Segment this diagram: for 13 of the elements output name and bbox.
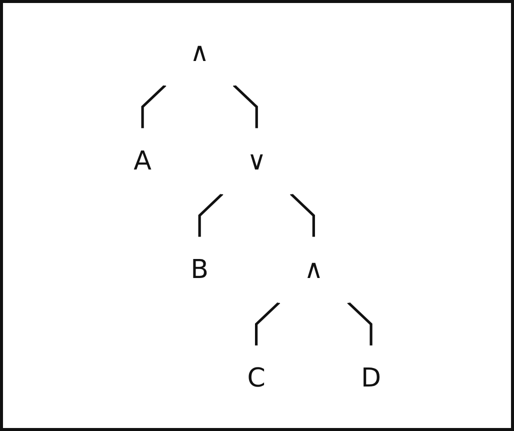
node-text: D: [360, 363, 381, 394]
node-text: ∧: [190, 37, 209, 68]
connector: [140, 84, 166, 129]
connector: [254, 301, 280, 346]
node-text: ∧: [304, 254, 323, 286]
connector: [232, 84, 258, 129]
node-text: ∨: [246, 146, 266, 176]
node-text: C: [246, 363, 266, 394]
node-text: A: [133, 146, 152, 176]
connector: [346, 301, 372, 346]
connector: [290, 192, 315, 238]
connector: [198, 192, 223, 238]
node-text: B: [190, 254, 208, 286]
